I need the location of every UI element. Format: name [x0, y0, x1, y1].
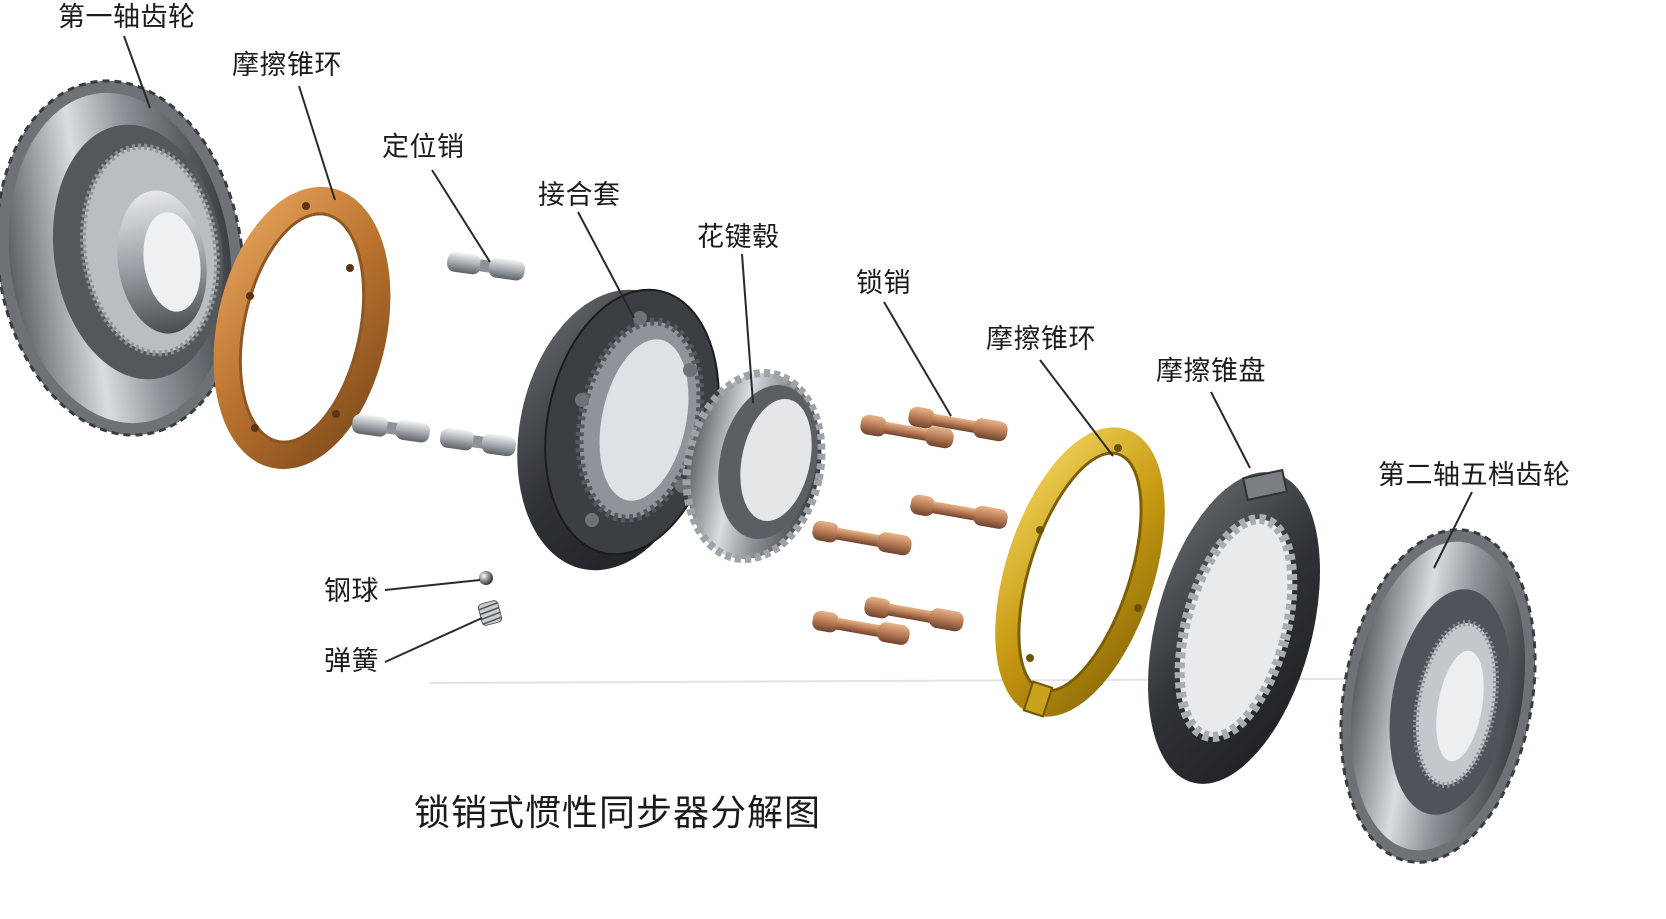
leader-friction-cone-disc [1210, 391, 1251, 469]
leader-first-shaft-gear [123, 35, 151, 109]
label-second-shaft-fifth-gear: 第二轴五档齿轮 [1378, 460, 1571, 491]
label-spring: 弹簧 [324, 646, 379, 677]
leader-spring [384, 617, 483, 663]
locating-pin-top [447, 251, 525, 281]
label-spline-hub: 花键毂 [697, 222, 780, 253]
label-lock-pin: 锁销 [856, 268, 911, 299]
lock-pin-5 [864, 596, 964, 632]
lock-pin-6 [812, 610, 910, 645]
label-steel-ball: 钢球 [324, 576, 379, 607]
leader-locating-pin [431, 169, 491, 263]
friction-cone-ring-right [995, 427, 1165, 718]
leader-friction-cone-ring-right [1039, 359, 1114, 457]
leader-lock-pin [883, 301, 952, 417]
lock-pin-1 [908, 406, 1008, 442]
lock-pin-2 [860, 414, 954, 449]
label-engagement-sleeve: 接合套 [538, 180, 621, 211]
steel-ball [479, 571, 493, 585]
friction-cone-disc [1148, 468, 1320, 784]
leader-friction-cone-ring-left [298, 85, 336, 201]
lock-pin-4 [812, 520, 912, 556]
leader-lines [123, 35, 1473, 663]
label-friction-cone-ring-left: 摩擦锥环 [232, 50, 342, 81]
spline-hub [682, 369, 826, 563]
leader-second-shaft-fifth-gear [1433, 491, 1473, 569]
label-friction-cone-ring-right: 摩擦锥环 [986, 324, 1096, 355]
label-friction-cone-disc: 摩擦锥盘 [1156, 356, 1266, 387]
second-shaft-fifth-gear [1339, 528, 1537, 864]
leader-engagement-sleeve [577, 211, 635, 319]
label-locating-pin: 定位销 [382, 132, 465, 163]
lock-pin-3 [910, 494, 1008, 529]
label-first-shaft-gear: 第一轴齿轮 [58, 2, 196, 33]
leader-spline-hub [741, 253, 754, 404]
friction-cone-ring-left [213, 186, 391, 470]
locating-pin-left [352, 413, 430, 443]
first-shaft-gear [0, 79, 245, 437]
engagement-sleeve [517, 288, 720, 571]
locating-pin-right [440, 427, 516, 457]
spring-coil [477, 600, 503, 626]
leader-steel-ball [384, 579, 481, 591]
diagram-title: 锁销式惯性同步器分解图 [414, 793, 822, 834]
